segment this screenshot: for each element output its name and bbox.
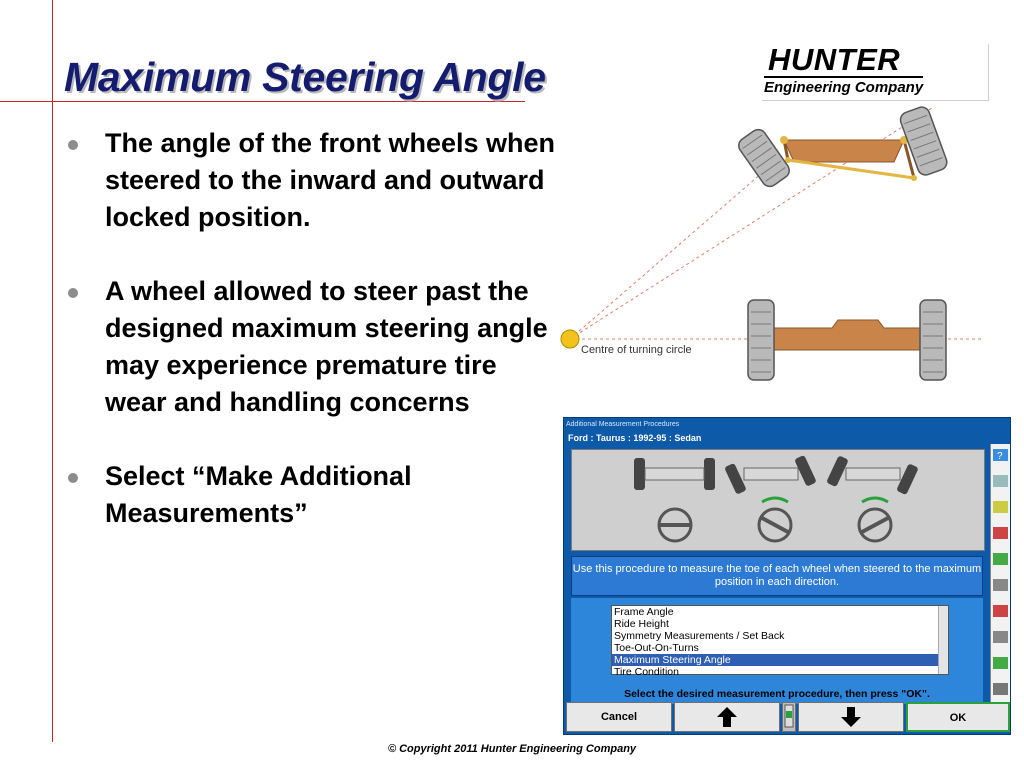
tool-icon[interactable]	[993, 604, 1008, 617]
tool-strip: ?	[990, 444, 1010, 702]
tool-icon[interactable]	[993, 500, 1008, 513]
instruction-banner: Use this procedure to measure the toe of…	[571, 556, 983, 596]
copyright-footer: © Copyright 2011 Hunter Engineering Comp…	[387, 743, 637, 755]
horizontal-accent-line	[0, 101, 525, 102]
list-item[interactable]: Frame Angle	[614, 606, 674, 618]
up-arrow-icon	[717, 707, 737, 727]
turning-centre-icon	[560, 329, 580, 349]
steering-geometry-diagram: Centre of turning circle	[560, 106, 982, 381]
list-item[interactable]: Symmetry Measurements / Set Back	[614, 630, 785, 642]
level-indicator	[782, 702, 796, 732]
right-tire-icon	[899, 106, 948, 176]
vertical-accent-line	[52, 0, 53, 742]
tool-icon[interactable]	[993, 526, 1008, 539]
selection-prompt: Select the desired measurement procedure…	[624, 688, 930, 700]
steering-procedure-graphic	[571, 449, 985, 551]
button-bar: Cancel OK	[566, 702, 1010, 734]
up-button[interactable]	[674, 702, 780, 732]
slide-title: Maximum Steering Angle	[64, 54, 546, 100]
steered-axle	[738, 106, 948, 188]
ok-button[interactable]: OK	[906, 702, 1010, 732]
svg-text:?: ?	[997, 451, 1003, 461]
list-item[interactable]: Toe-Out-On-Turns	[614, 642, 699, 654]
tool-icon[interactable]	[993, 578, 1008, 591]
list-item[interactable]: Ride Height	[614, 618, 669, 630]
help-icon[interactable]: ?	[993, 448, 1008, 462]
tool-icon[interactable]	[993, 656, 1008, 669]
alignment-software-window: Additional Measurement Procedures Ford :…	[563, 417, 1011, 735]
turned-axle-right-icon	[827, 456, 918, 495]
tool-icon[interactable]	[993, 552, 1008, 565]
left-tire-icon	[738, 128, 790, 188]
rear-left-tire-icon	[747, 299, 775, 381]
bullet-text: A wheel allowed to steer past the design…	[105, 276, 548, 417]
level-gauge-icon	[784, 704, 794, 728]
rear-axle	[747, 299, 947, 381]
logo-top-text: HUNTER	[768, 42, 901, 77]
procedure-list[interactable]: Frame Angle Ride Height Symmetry Measure…	[611, 605, 949, 678]
steering-wheel-left-icon	[757, 496, 793, 543]
vehicle-spec: Ford : Taurus : 1992-95 : Sedan	[568, 433, 702, 443]
list-item-selected[interactable]: Maximum Steering Angle	[612, 654, 948, 666]
steering-wheel-right-icon	[857, 496, 893, 543]
list-item[interactable]: Tire Condition	[614, 666, 679, 678]
tool-icon[interactable]	[993, 630, 1008, 643]
tool-icon[interactable]	[993, 474, 1008, 487]
down-arrow-icon	[841, 707, 861, 727]
list-scrollbar[interactable]	[938, 606, 948, 674]
bullet-dot-icon	[68, 288, 78, 298]
bullet-text: The angle of the front wheels when steer…	[105, 128, 556, 232]
window-title: Additional Measurement Procedures	[566, 421, 680, 428]
bullet-item: Select “Make Additional Measurements”	[66, 458, 556, 532]
cancel-button[interactable]: Cancel	[566, 702, 672, 732]
bullet-dot-icon	[68, 473, 78, 483]
procedure-illustration	[634, 455, 918, 543]
turned-axle-left-icon	[725, 455, 816, 494]
tool-icon[interactable]	[993, 682, 1008, 695]
bullet-item: A wheel allowed to steer past the design…	[66, 273, 556, 421]
diagram-label: Centre of turning circle	[581, 344, 692, 356]
steering-wheel-icon	[657, 507, 693, 543]
bullet-text: Select “Make Additional Measurements”	[105, 461, 412, 528]
down-button[interactable]	[798, 702, 904, 732]
rear-right-tire-icon	[919, 299, 947, 381]
logo-bottom-text: Engineering Company	[764, 76, 924, 97]
procedure-panel: Frame Angle Ride Height Symmetry Measure…	[571, 598, 983, 704]
bullet-item: The angle of the front wheels when steer…	[66, 125, 556, 236]
hunter-logo: HUNTER Engineering Company	[762, 44, 989, 101]
bullet-list: The angle of the front wheels when steer…	[66, 125, 556, 569]
straight-axle-icon	[634, 458, 715, 490]
bullet-dot-icon	[68, 140, 78, 150]
